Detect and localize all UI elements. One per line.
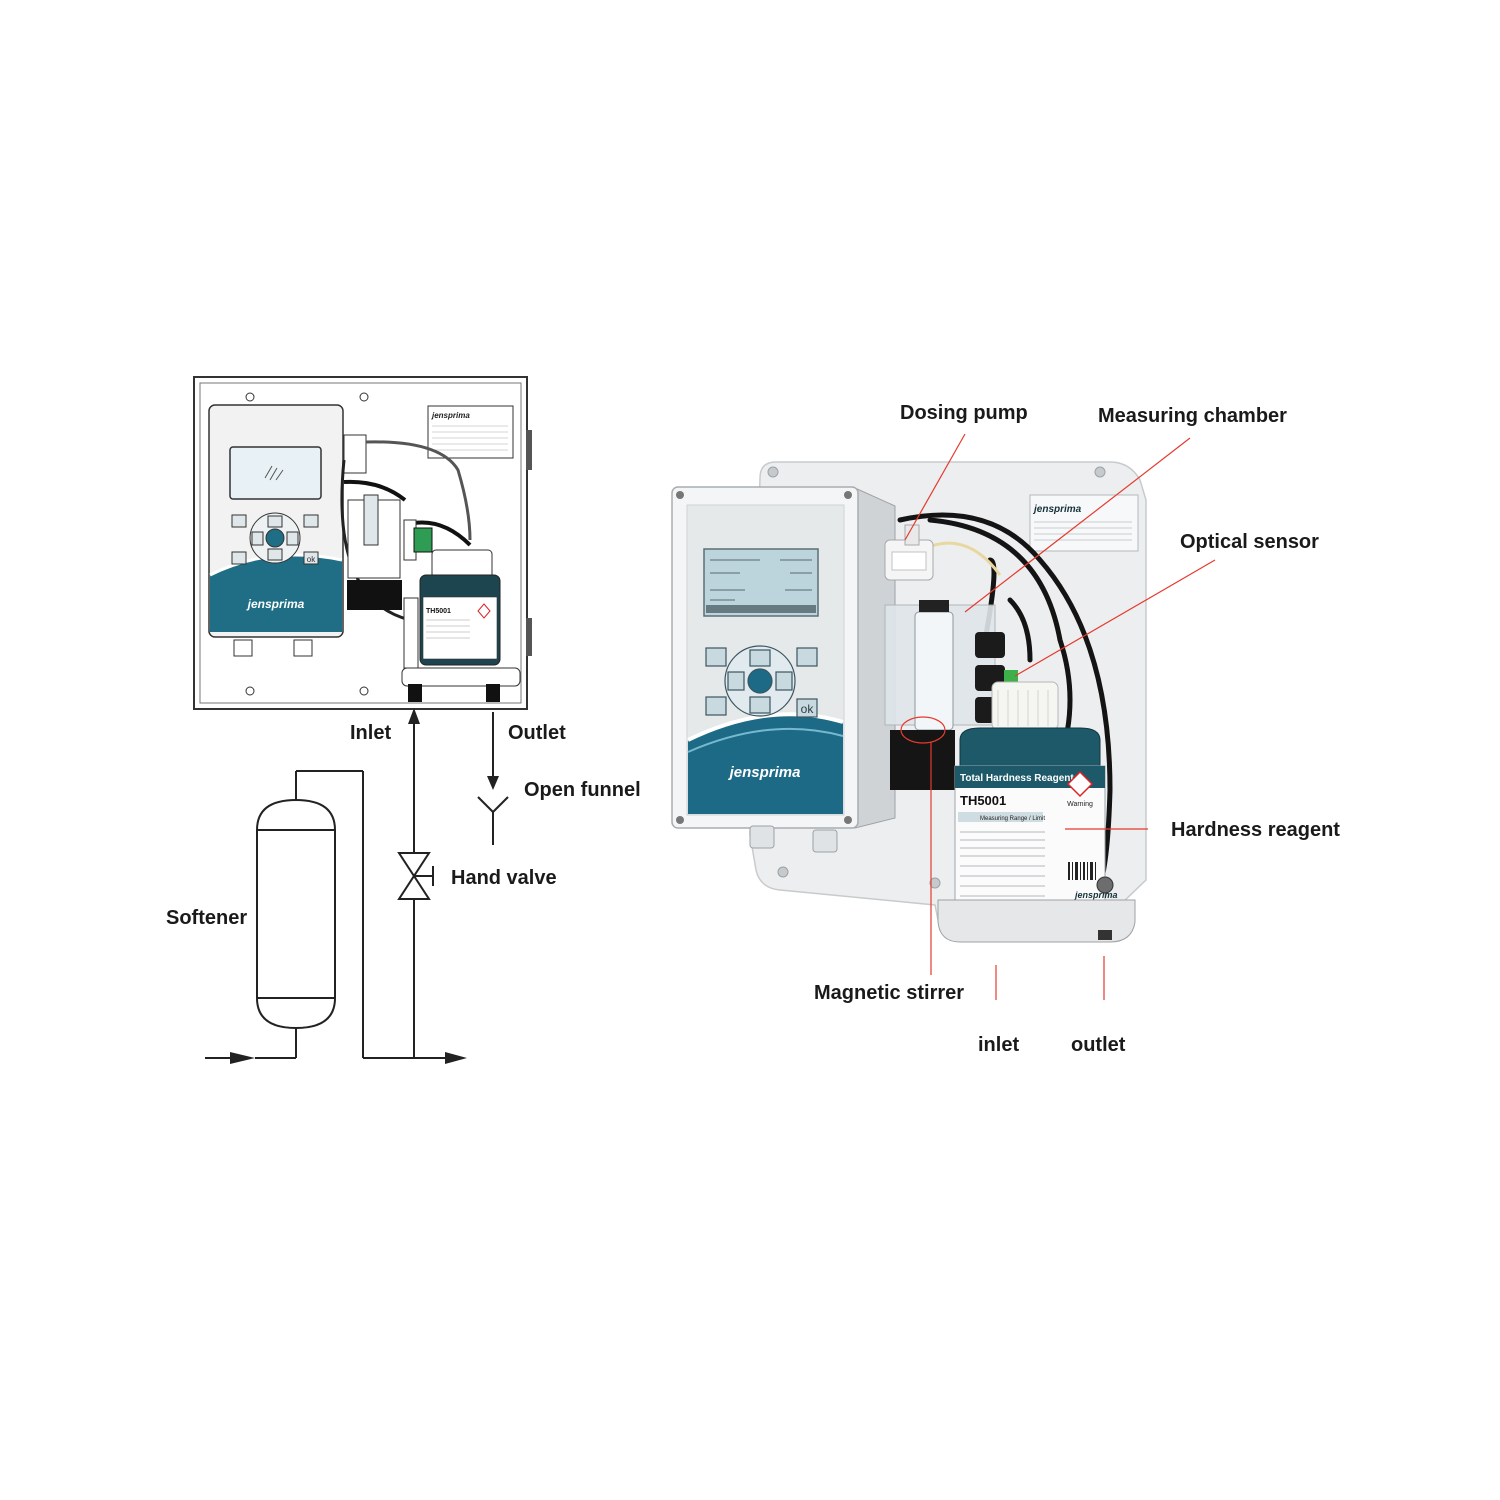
photo-keypad-ok-label: ok (801, 702, 815, 716)
photo-bottle-range: Measuring Range / Limit (980, 816, 1045, 822)
photo-housing-wave (688, 714, 843, 814)
photo-cables (897, 512, 1113, 888)
cable-gland-left (233, 639, 253, 657)
callout-dosing-pump: Dosing pump (900, 402, 1028, 424)
keypad-ok-button[interactable] (303, 551, 319, 565)
photo-keypad (705, 645, 818, 718)
hinge-bottom (526, 618, 532, 656)
schematic-panel: jensprima ok jensprima (193, 376, 532, 1064)
keypad-right-button[interactable] (286, 531, 299, 546)
label-open-funnel: Open funnel (524, 779, 641, 801)
keypad-down-button[interactable] (267, 548, 283, 561)
callout-outlet: outlet (1071, 1034, 1126, 1056)
photo-keypad-right[interactable] (775, 671, 793, 691)
photo-bottle-code: TH5001 (960, 793, 1006, 808)
photo-keypad-center[interactable] (747, 668, 773, 694)
callout-hardness-reagent: Hardness reagent (1171, 819, 1340, 841)
label-inlet: Inlet (350, 722, 392, 744)
outflow-arrow (445, 1052, 467, 1064)
plate-inner-edge (199, 382, 522, 704)
housing-logo: jensprima (246, 597, 305, 611)
photo-keypad-help[interactable] (796, 647, 818, 667)
label-softener: Softener (166, 907, 248, 929)
photo-panel: jensprima jensprima (671, 433, 1216, 1000)
hazard-pictogram (1066, 770, 1094, 798)
keypad-edit-button[interactable] (231, 514, 247, 528)
controller-display (229, 446, 322, 500)
photo-keypad-up[interactable] (749, 649, 771, 667)
bottle-cap (431, 549, 493, 579)
hinge-top (526, 430, 532, 470)
photo-gland-right (812, 829, 838, 853)
photo-bottle-title: Total Hardness Reagent (960, 773, 1074, 784)
photo-keypad-ok[interactable] (796, 698, 818, 718)
inlet-arrow (408, 708, 420, 724)
photo-gland-left (749, 825, 775, 849)
softener-vessel (256, 798, 336, 1030)
photo-keypad-left[interactable] (727, 671, 745, 691)
plate-screws (245, 392, 369, 696)
keypad-left-button[interactable] (251, 531, 264, 546)
bottle-label (422, 596, 498, 660)
keypad (231, 512, 319, 565)
outlet-fitting (1096, 876, 1114, 894)
callout-measuring-chamber: Measuring chamber (1098, 405, 1287, 427)
schematic-tubing (340, 434, 472, 622)
chamber-cylinder (914, 611, 954, 731)
photo-bottle-warning: Warning (1067, 801, 1093, 808)
photo-housing-logo: jensprima (728, 764, 801, 781)
photo-keypad-down[interactable] (749, 696, 771, 714)
callout-inlet: inlet (978, 1034, 1020, 1056)
photo-optical-sensor-green (1004, 670, 1018, 684)
photo-type-plate-logo: jensprima (1032, 504, 1082, 515)
bottle-barcode (1068, 862, 1096, 880)
label-hand-valve: Hand valve (451, 867, 557, 889)
photo-keypad-menu[interactable] (705, 696, 727, 716)
bottle-stand (401, 667, 521, 687)
callout-optical-sensor: Optical sensor (1180, 531, 1319, 553)
bottle-code: TH5001 (426, 608, 451, 615)
type-plate-logo: jensprima (431, 411, 470, 420)
outlet-arrow (487, 776, 499, 790)
cable-gland-right (293, 639, 313, 657)
hand-valve-symbol (397, 852, 434, 900)
keypad-ok-label: ok (307, 555, 316, 564)
photo-stirrer-block (890, 730, 955, 790)
photo-type-plate (1029, 494, 1139, 552)
keypad-help-button[interactable] (303, 514, 319, 528)
photo-bottle-logo: jensprima (1074, 890, 1118, 900)
photo-keypad-edit[interactable] (705, 647, 727, 667)
photo-sensor-fitting-1 (975, 632, 1005, 658)
callout-leaders (900, 433, 1216, 1000)
photo-bottle-stand (937, 899, 1136, 943)
callout-magnetic-stirrer: Magnetic stirrer (814, 982, 965, 1004)
label-outlet: Outlet (508, 722, 566, 744)
optical-sensor (413, 527, 433, 553)
housing-wave (210, 555, 342, 632)
keypad-up-button[interactable] (267, 515, 283, 528)
stirrer-block (347, 580, 402, 610)
keypad-menu-button[interactable] (231, 551, 247, 565)
keypad-center-button[interactable] (265, 528, 285, 548)
softener-feed-arrow (230, 1052, 255, 1064)
